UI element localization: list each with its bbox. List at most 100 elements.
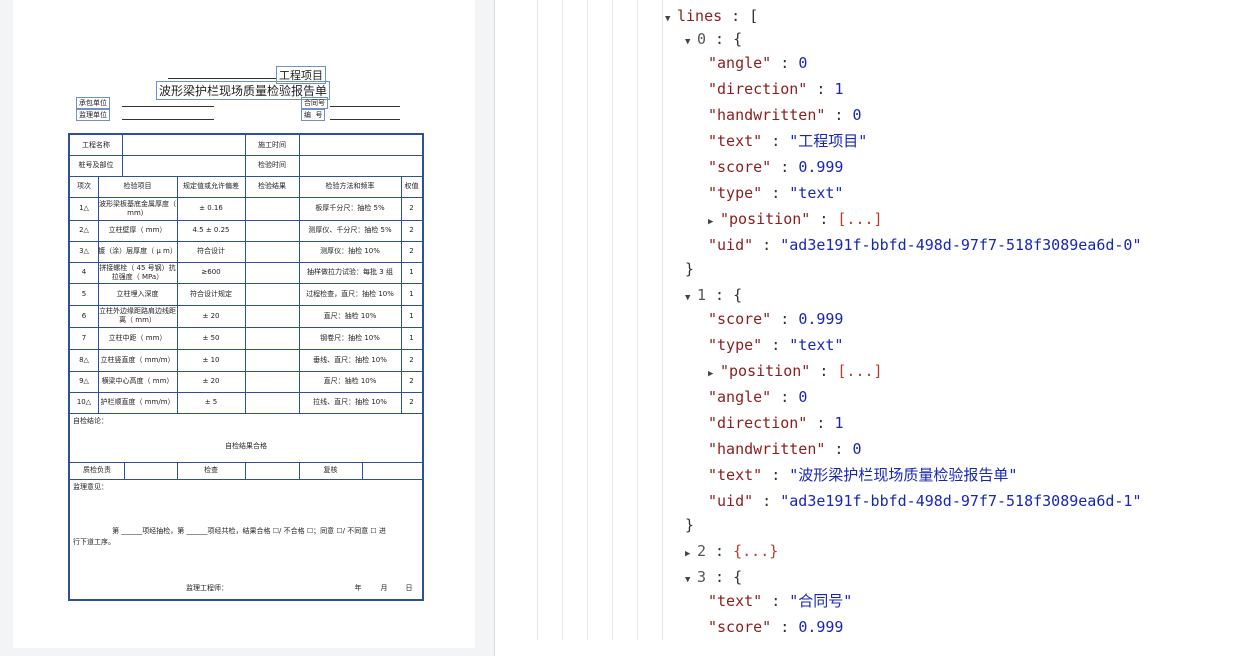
table-row-no: 2△ (79, 226, 89, 234)
table-row-spec: 符合设计规定 (190, 289, 232, 298)
table-row-method: 钢卷尺：抽检 10% (320, 333, 380, 342)
table-row-no: 4 (81, 268, 87, 276)
supervisor-underline (122, 119, 214, 120)
json-item-0-type: "type" : "text" (708, 184, 844, 202)
project-name-label: 工程名称 (82, 140, 110, 149)
table-row-method: 拉线、直尺：抽检 10% (313, 398, 387, 406)
json-item-0-close: } (685, 260, 695, 278)
table-row-weight: 1 (409, 311, 414, 320)
table-row-spec: ± 20 (202, 311, 220, 320)
json-item-3-text: "text" : "合同号" (708, 592, 853, 610)
self-check-result: 自检结果合格 (225, 441, 267, 450)
table-row-weight: 2 (409, 355, 414, 364)
project-title: 工程项目 (276, 66, 326, 84)
json-item-0-position[interactable]: ▶"position" : [...] (708, 208, 883, 230)
json-item-0-angle: "angle" : 0 (708, 54, 808, 72)
table-row-item: 横梁中心高度（ mm） (101, 377, 174, 385)
table-row-item: 立柱竖直度（ mm/m） (100, 355, 175, 364)
construction-time-label: 施工时间 (258, 140, 286, 149)
recheck-label: 复核 (323, 466, 338, 474)
self-check-label: 自检结论： (73, 416, 108, 425)
json-item-1-position[interactable]: ▶"position" : [...] (708, 360, 883, 382)
json-item-1-type: "type" : "text" (708, 336, 844, 354)
table-row-method: 垂线、直尺：抽检 10% (313, 355, 387, 364)
caret-down-icon[interactable]: ▼ (665, 14, 671, 24)
station-label: 桩号及部位 (78, 161, 114, 169)
table-row-weight: 1 (409, 289, 414, 298)
serial-no-label: 编 号 (301, 109, 326, 121)
json-item-1-close: } (685, 516, 695, 534)
table-row-item: 立柱中距（ mm） (108, 333, 167, 342)
opinion-text: 第 ______项经抽检，第 ______项经共检，结果合格 ☐/ 不合格 ☐；… (112, 526, 386, 535)
project-title-underline (168, 78, 276, 79)
table-row-item: 立柱壁厚（ mm） (108, 226, 167, 234)
caret-down-icon[interactable]: ▼ (685, 575, 691, 585)
supervision-opinion-label: 监理意见： (73, 482, 108, 491)
table-row-spec: ± 5 (204, 398, 218, 406)
contractor-label: 承包单位 (76, 97, 110, 109)
table-row-no: 9△ (79, 377, 89, 385)
json-item-1-uid: "uid" : "ad3e191f-bbfd-498d-97f7-518f308… (708, 492, 1142, 510)
caret-down-icon[interactable]: ▼ (685, 37, 691, 47)
json-item-3-header[interactable]: ▼3 : { (685, 566, 742, 588)
qc-leader-label: 质检负责 (83, 466, 111, 474)
serial-no-underline (330, 119, 400, 120)
table-row-weight: 2 (409, 204, 414, 212)
table-row-method: 测厚仪：抽检 10% (320, 247, 380, 255)
col-header-weight: 权值 (404, 182, 419, 190)
json-item-1-score: "score" : 0.999 (708, 310, 844, 328)
table-row-method: 直尺：抽检 10% (323, 311, 377, 320)
json-item-1-handwritten: "handwritten" : 0 (708, 440, 862, 458)
contract-no-underline (330, 106, 400, 107)
json-item-1-direction: "direction" : 1 (708, 414, 844, 432)
table-row-item: 立柱埋入深度 (116, 289, 159, 298)
json-viewer-pane[interactable]: ▼lines : [ ▼0 : { "angle" : 0 "direction… (495, 0, 1242, 656)
col-header-spec: 规定值或允许偏差 (183, 182, 239, 190)
table-row-weight: 1 (409, 333, 414, 342)
json-item-1-angle: "angle" : 0 (708, 388, 808, 406)
supervisor-label: 监理单位 (76, 109, 110, 121)
report-title: 波形梁护栏现场质量检验报告单 (156, 81, 331, 100)
table-row-no: 10△ (76, 398, 92, 406)
table-row-item: 拼接螺栓（ 45 号钢）抗拉强度（ MPa） (99, 263, 176, 281)
col-header-item: 检验项目 (123, 182, 152, 190)
col-header-no: 项次 (77, 182, 91, 190)
table-row-item: 护栏顺直度（ mm/m） (100, 398, 175, 406)
col-header-method: 检验方法和频率 (325, 182, 375, 190)
caret-down-icon[interactable]: ▼ (685, 293, 691, 303)
table-row-method: 直尺：抽检 10% (323, 377, 377, 385)
table-row-no: 5 (81, 289, 87, 298)
inspection-table: 工程名称 施工时间 桩号及部位 检验时间 项次 检验项目 规定值或允许偏差 检验… (68, 133, 424, 601)
table-row-method: 板厚千分尺：抽检 5% (315, 204, 385, 212)
table-row-weight: 2 (409, 247, 414, 255)
table-row-spec: ≥600 (201, 268, 221, 276)
year-label: 年 (354, 583, 362, 592)
table-row-weight: 1 (409, 268, 414, 276)
contractor-underline (122, 106, 214, 107)
contract-no-label: 合同号 (301, 97, 328, 109)
caret-right-icon[interactable]: ▶ (708, 369, 714, 379)
month-label: 月 (380, 583, 388, 592)
check-label: 检查 (204, 466, 218, 474)
table-row-item: 波形梁板基底金属厚度（ mm） (99, 199, 176, 217)
table-row-item: 镀（涂）层厚度（ μ m） (98, 247, 177, 255)
table-row-weight: 2 (409, 377, 414, 385)
json-item-0-header[interactable]: ▼0 : { (685, 28, 742, 50)
caret-right-icon[interactable]: ▶ (685, 549, 691, 559)
json-item-0-text: "text" : "工程项目" (708, 132, 868, 150)
engineer-label: 监理工程师： (186, 583, 228, 592)
json-item-2-collapsed[interactable]: ▶2 : {...} (685, 540, 778, 562)
table-row-method: 过程检查，直尺：抽检 10% (306, 289, 394, 298)
table-row-no: 7 (81, 333, 87, 342)
table-row-no: 3△ (79, 247, 89, 255)
caret-right-icon[interactable]: ▶ (708, 217, 714, 227)
json-item-1-header[interactable]: ▼1 : { (685, 284, 742, 306)
table-row-weight: 2 (409, 226, 414, 234)
json-lines-row[interactable]: ▼lines : [ (665, 5, 758, 27)
table-row-spec: ± 50 (202, 333, 220, 342)
opinion-text-continued: 行下道工序。 (73, 537, 115, 546)
table-row-method: 测厚仪、千分尺：抽检 5% (308, 226, 392, 234)
table-row-spec: ± 0.16 (199, 204, 223, 212)
json-item-1-text: "text" : "波形梁护栏现场质量检验报告单" (708, 466, 1018, 484)
inspection-time-label: 检验时间 (258, 161, 286, 169)
